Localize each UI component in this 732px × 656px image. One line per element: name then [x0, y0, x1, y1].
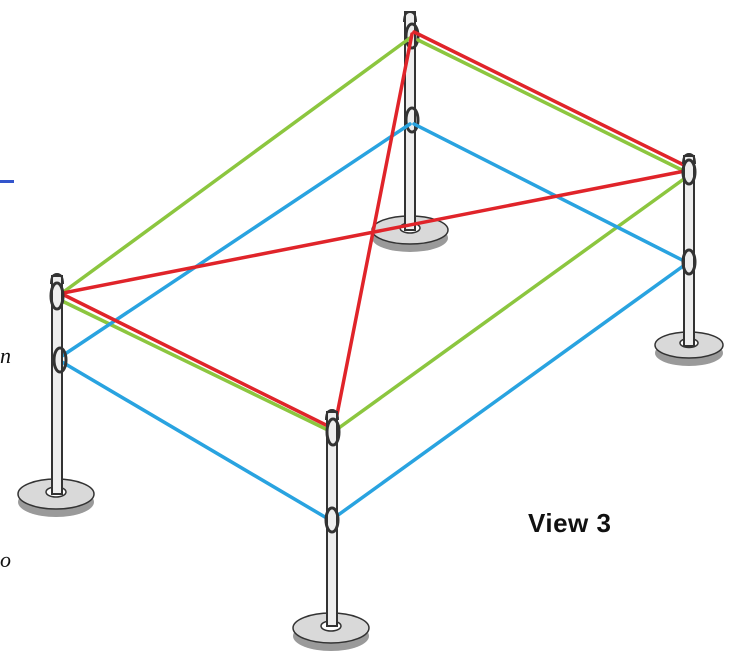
- edge-text-fragment-o: o: [0, 547, 11, 572]
- rope-red-left-front: [56, 290, 334, 430]
- post-back: [403, 10, 420, 231]
- post-front: [324, 408, 341, 627]
- view-label: View 3: [528, 508, 612, 538]
- rope-red-back-right: [412, 30, 692, 170]
- base-front: [292, 612, 370, 651]
- rope-green-left-back: [56, 36, 412, 298]
- base-left: [17, 478, 95, 517]
- rope-red-diagonal-back-front: [332, 32, 414, 432]
- post-right: [681, 152, 697, 347]
- edge-text-fragment-n: n: [0, 343, 11, 368]
- rope-green-back-right: [416, 38, 690, 175]
- post-left: [49, 272, 68, 495]
- rope-blue-front-right: [332, 262, 688, 520]
- rope-blue-back-right: [412, 122, 688, 264]
- rope-green-front-right: [334, 174, 690, 432]
- edge-blue-mark: [0, 180, 14, 183]
- rope-green-left-front: [58, 298, 334, 434]
- rope-blue-left-front: [60, 360, 332, 522]
- rope-blue-left-back: [60, 122, 412, 358]
